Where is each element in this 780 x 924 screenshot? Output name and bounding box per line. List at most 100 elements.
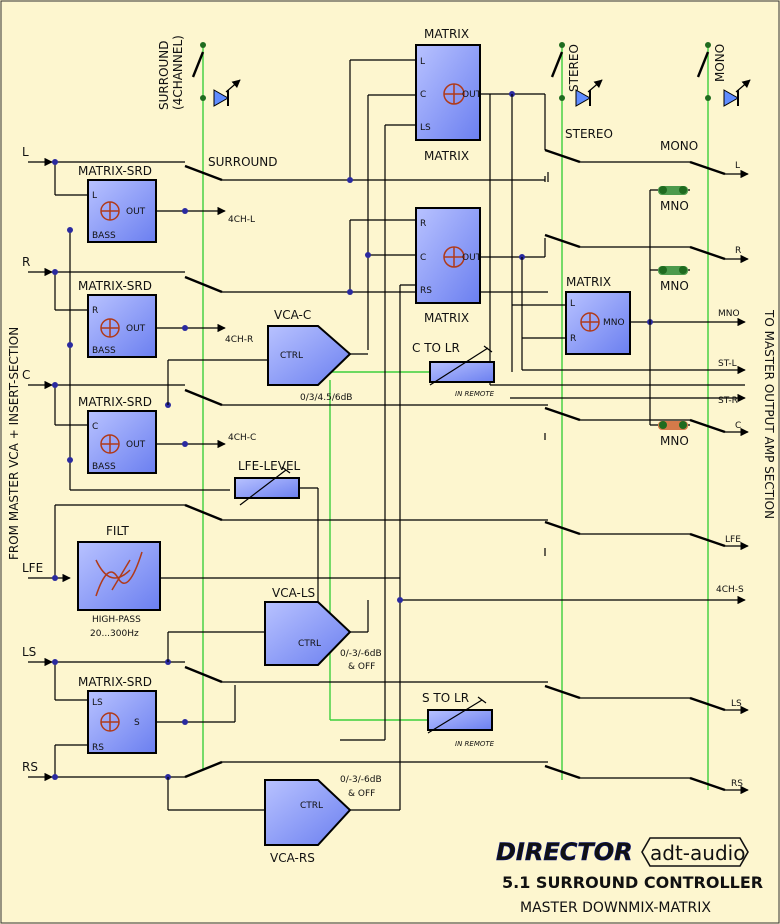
matrix-srd-r: MATRIX-SRD R OUT BASS [78, 279, 157, 358]
mono-switches [689, 160, 726, 792]
output-4ch-c: 4CH-C [228, 433, 256, 443]
lfe-level[interactable]: LFE-LEVEL [234, 459, 319, 650]
control-lines [202, 45, 709, 790]
srd-outputs [156, 206, 236, 725]
svg-text:S: S [134, 718, 140, 728]
input-rs-label: RS [22, 760, 38, 774]
svg-text:OUT: OUT [126, 440, 146, 450]
surround-switches [184, 164, 223, 779]
output-4ch-r: 4CH-R [225, 335, 253, 345]
svg-text:CTRL: CTRL [280, 351, 303, 361]
svg-text:BASS: BASS [92, 346, 116, 356]
svg-text:MNO: MNO [603, 318, 625, 328]
bus-junctions [165, 177, 403, 780]
stereo-bus-label: STEREO [565, 127, 613, 141]
surround-bus-label: SURROUND [208, 155, 278, 169]
vca-rs: CTRL 0/-3/-6dB & OFF VCA-RS [167, 775, 382, 865]
input-c-label: C [22, 368, 30, 382]
output-4ch-s: 4CH-S [716, 585, 744, 595]
stereo-switches [544, 148, 581, 780]
mno-label-3: MNO [660, 434, 689, 448]
stereo-control-switch[interactable] [550, 42, 603, 107]
svg-text:L: L [570, 299, 575, 309]
output-l: L [735, 161, 740, 171]
brand-logo: adt-audio [650, 841, 745, 865]
svg-text:HIGH-PASS: HIGH-PASS [92, 615, 141, 625]
svg-text:BASS: BASS [92, 231, 116, 241]
surround-switch-label: SURROUND(4CHANNEL) [157, 35, 185, 110]
svg-text:LS: LS [92, 698, 103, 708]
svg-text:C: C [92, 422, 98, 432]
s-to-lr[interactable]: S TO LR IN REMOTE [422, 691, 495, 748]
svg-text:MATRIX-SRD: MATRIX-SRD [78, 164, 152, 178]
svg-text:S TO LR: S TO LR [422, 691, 469, 705]
svg-text:& OFF: & OFF [348, 789, 375, 799]
svg-text:R: R [92, 306, 98, 316]
svg-text:RS: RS [420, 286, 432, 296]
svg-text:VCA-LS: VCA-LS [272, 586, 315, 600]
svg-text:OUT: OUT [462, 253, 482, 263]
stereo-switch-label: STEREO [567, 44, 581, 92]
input-r-label: R [22, 255, 30, 269]
output-ls: LS [731, 699, 742, 709]
svg-text:MATRIX-SRD: MATRIX-SRD [78, 675, 152, 689]
footer: DIRECTOR adt-audio 5.1 SURROUND CONTROLL… [496, 837, 763, 916]
stereo-out-wires [580, 161, 690, 779]
output-r: R [735, 246, 741, 256]
output-c: C [735, 421, 741, 431]
mno-label-1: MNO [660, 199, 689, 213]
output-4ch-l: 4CH-L [228, 215, 255, 225]
right-side-label: TO MASTER OUTPUT AMP SECTION [762, 309, 776, 519]
mono-switch-label: MONO [713, 44, 727, 82]
svg-text:0/-3/-6dB: 0/-3/-6dB [340, 775, 382, 785]
input-junctions [52, 159, 73, 780]
matrix-mono: MATRIX L R MNO [565, 275, 631, 355]
svg-text:MATRIX: MATRIX [566, 275, 611, 289]
left-side-label: FROM MASTER VCA + INSERT-SECTION [7, 327, 21, 560]
output-mno: MNO [718, 309, 740, 319]
input-l-label: L [22, 145, 29, 159]
mno-jumper-1[interactable] [658, 186, 688, 195]
mono-bus-label: MONO [660, 139, 698, 153]
svg-text:IN REMOTE: IN REMOTE [455, 390, 495, 398]
matrix-srd-l: MATRIX-SRD L OUT BASS [78, 164, 157, 243]
logo-frame [641, 837, 749, 867]
svg-text:20...300Hz: 20...300Hz [90, 629, 139, 639]
svg-text:VCA-C: VCA-C [274, 308, 311, 322]
svg-text:OUT: OUT [126, 207, 146, 217]
svg-text:0/-3/-6dB: 0/-3/-6dB [340, 649, 382, 659]
svg-text:MATRIX: MATRIX [424, 149, 469, 163]
svg-text:MATRIX: MATRIX [424, 27, 469, 41]
svg-text:CTRL: CTRL [300, 801, 323, 811]
svg-text:R: R [420, 219, 426, 229]
svg-text:CTRL: CTRL [298, 639, 321, 649]
input-wires [28, 157, 230, 782]
svg-text:RS: RS [92, 743, 104, 753]
svg-text:0/3/4.5/6dB: 0/3/4.5/6dB [300, 393, 352, 403]
svg-text:IN REMOTE: IN REMOTE [455, 740, 495, 748]
mno-label-2: MNO [660, 279, 689, 293]
output-st-l: ST-L [718, 359, 737, 369]
mno-jumper-3[interactable] [658, 421, 688, 430]
matrix-out-wires [480, 91, 746, 403]
svg-text:LS: LS [420, 123, 431, 133]
svg-text:VCA-RS: VCA-RS [270, 851, 315, 865]
matrix-mid: R C RS OUT MATRIX [415, 207, 482, 325]
output-rs: RS [731, 779, 743, 789]
output-lfe: LFE [725, 535, 741, 545]
vca-ls: VCA-LS CTRL 0/-3/-6dB & OFF [167, 586, 382, 672]
brand-director: DIRECTOR [496, 838, 633, 866]
mono-control-switch[interactable] [696, 42, 751, 107]
svg-text:C: C [420, 253, 426, 263]
footer-title: 5.1 SURROUND CONTROLLER [502, 873, 763, 892]
c-to-lr[interactable]: C TO LR IN REMOTE [412, 341, 495, 398]
svg-text:L: L [92, 191, 97, 201]
svg-text:FILT: FILT [106, 524, 129, 538]
mno-jumper-2[interactable] [658, 266, 688, 275]
final-out-wires [725, 169, 749, 795]
surround-control-switch[interactable] [191, 42, 241, 107]
footer-subtitle: MASTER DOWNMIX-MATRIX [520, 900, 711, 916]
svg-text:C TO LR: C TO LR [412, 341, 460, 355]
